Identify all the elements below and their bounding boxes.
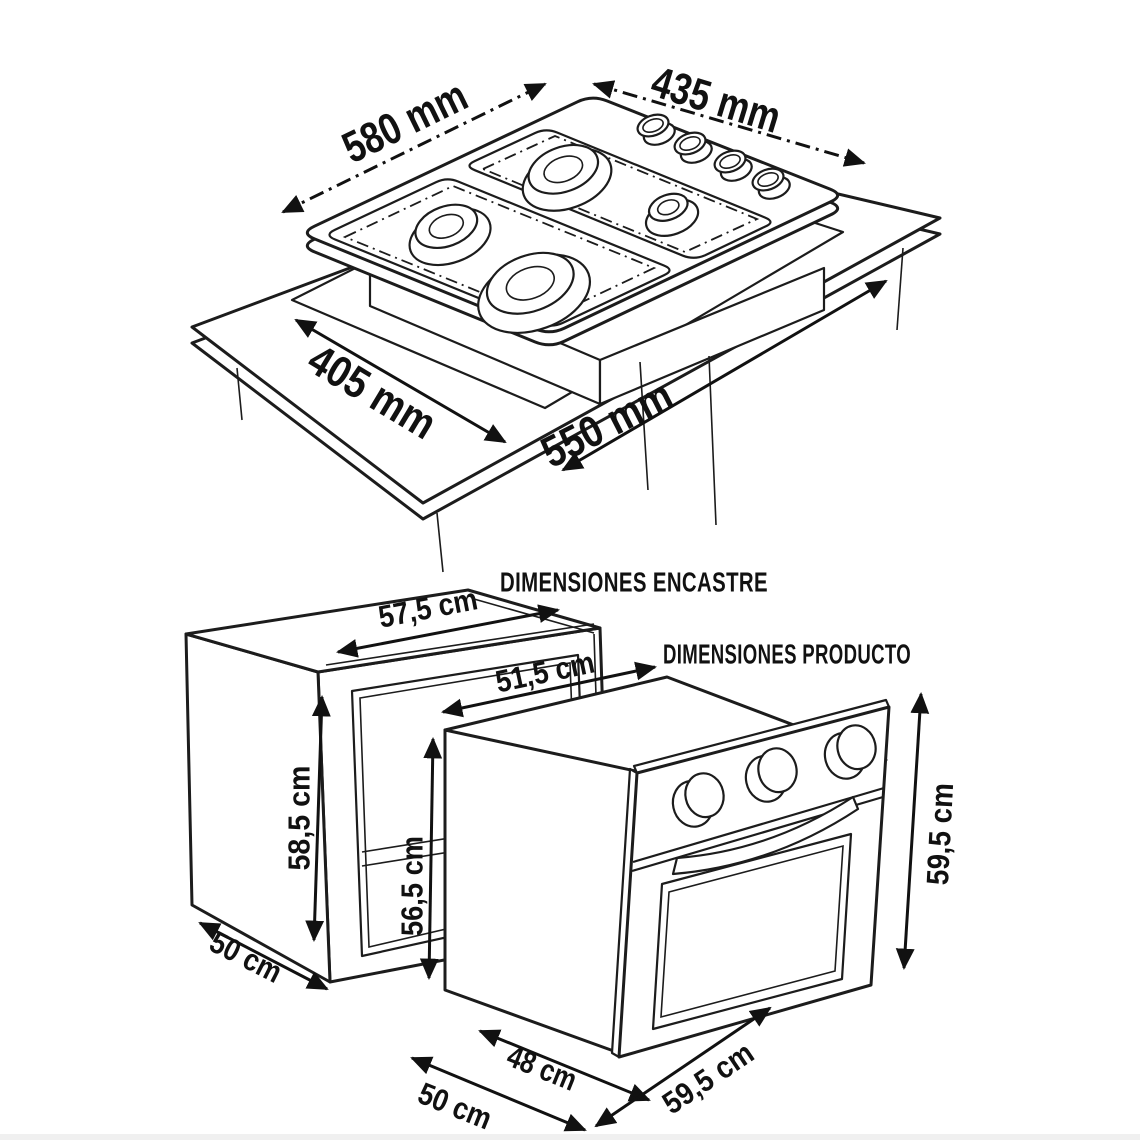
oven-base-width-label: 48 cm (502, 1038, 582, 1097)
oven-left-face (443, 728, 642, 1056)
oven-door-window (651, 832, 853, 1031)
dim-line-59-5-height (895, 691, 930, 971)
oven-panel-strip-line-1 (632, 786, 885, 864)
counter-leg-left (236, 367, 243, 421)
cooktop-drawing (305, 96, 840, 347)
dim-line-550 (561, 279, 888, 472)
dim-line-57-5 (336, 604, 560, 658)
dim-line-50-cabinet (198, 921, 329, 991)
dim-line-56-5 (419, 736, 443, 981)
oven-height-label: 59,5 cm (920, 782, 960, 886)
cabinet-outer-height-label: 58,5 cm (282, 766, 317, 871)
dim-line-58-5 (305, 694, 331, 943)
burner-small (644, 192, 700, 237)
oven-section: DIMENSIONES ENCASTRE DIMENSIONES PRODUCT… (184, 567, 960, 1137)
oven-drawing (443, 675, 891, 1059)
hob-knob-4 (751, 167, 791, 200)
counter-leg-right (896, 247, 904, 331)
dim-line-51-5 (441, 661, 657, 718)
hob-section: 580 mm 435 mm 405 mm 550 mm (190, 57, 942, 573)
oven-knob-center (744, 747, 798, 803)
burner-front-left (408, 203, 492, 267)
dim-line-405 (294, 318, 507, 444)
counter-leg-front (436, 512, 444, 573)
oven-door-handle (671, 795, 860, 876)
oven-base-depth-label: 50 cm (413, 1076, 497, 1137)
cabinet-inner-height-label: 56,5 cm (395, 836, 430, 936)
dim-line-580 (281, 82, 547, 214)
oven-door-window-inner (660, 844, 844, 1019)
image-bottom-edge (0, 1134, 1140, 1140)
encastre-title: DIMENSIONES ENCASTRE (500, 567, 768, 598)
producto-title: DIMENSIONES PRODUCTO (663, 639, 911, 670)
oven-knob-right (823, 724, 877, 780)
oven-front-width-label: 59,5 cm (656, 1035, 760, 1121)
hob-top-width-label: 580 mm (335, 71, 475, 173)
oven-knob-left (671, 772, 725, 828)
dim-line-50-oven (410, 1056, 587, 1132)
dim-line-59-5-front (594, 1006, 772, 1128)
